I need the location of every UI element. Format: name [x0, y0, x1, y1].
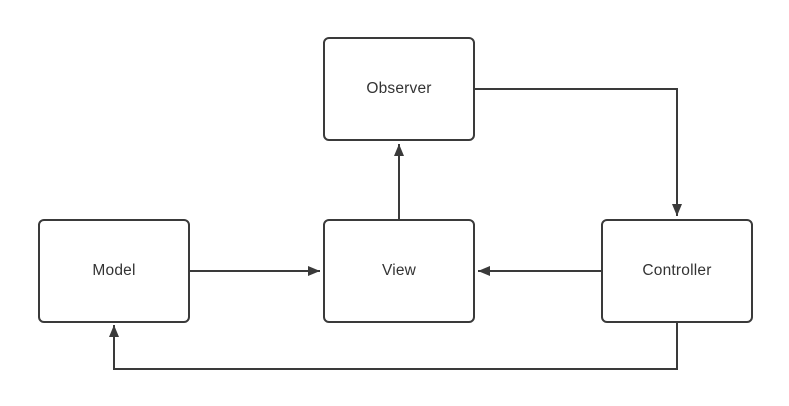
node-observer-label: Observer [366, 80, 432, 97]
edge-controller-to-model [109, 322, 678, 370]
node-model: Model [38, 219, 190, 323]
node-view-label: View [381, 262, 417, 279]
node-controller: Controller [601, 219, 753, 323]
edge-observer-to-controller [475, 88, 682, 216]
node-controller-label: Controller [642, 262, 712, 279]
node-view: View [323, 219, 475, 323]
node-model-label: Model [92, 262, 136, 279]
node-observer: Observer [323, 37, 475, 141]
